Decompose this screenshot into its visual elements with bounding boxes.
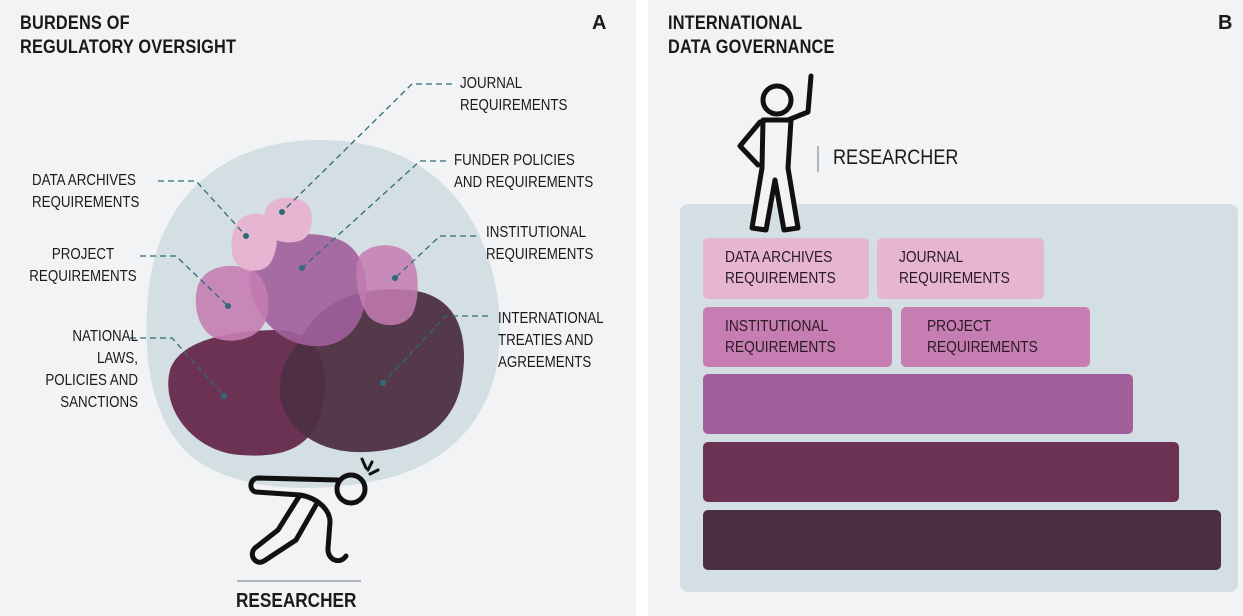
panel-b-title: INTERNATIONAL DATA GOVERNANCE	[668, 12, 835, 60]
dot-journal	[279, 209, 285, 215]
leader-institutional	[394, 235, 476, 279]
dot-funder	[299, 265, 305, 271]
bar-national-laws	[703, 442, 1179, 502]
bar-funder-policies	[703, 374, 1133, 434]
dot-project	[225, 303, 231, 309]
panel-b-title-line1: INTERNATIONAL	[668, 13, 803, 34]
leader-journal	[281, 83, 452, 213]
dot-international	[380, 380, 386, 386]
blob-funder-policies	[250, 234, 367, 347]
leader-funder	[301, 160, 446, 269]
panel-a-title-line1: BURDENS OF	[20, 13, 130, 34]
dot-institutional	[392, 275, 398, 281]
dot-archives	[243, 233, 249, 239]
dot-national	[221, 393, 227, 399]
panel-a-letter: A	[592, 12, 607, 34]
blob-project	[195, 265, 269, 341]
panel-b-title-line2: DATA GOVERNANCE	[668, 37, 835, 58]
blob-journal	[263, 197, 312, 243]
blob-national-laws	[168, 330, 326, 456]
burdened-researcher-icon	[248, 457, 380, 565]
leader-project	[140, 255, 229, 307]
panel-a-title-line2: REGULATORY OVERSIGHT	[20, 37, 237, 58]
bar-international-treaties	[703, 510, 1221, 570]
leader-archives	[158, 180, 247, 237]
researcher-label-b: RESEARCHER	[833, 146, 959, 169]
leader-international	[382, 315, 488, 384]
researcher-label-a: RESEARCHER	[236, 590, 357, 612]
panel-b-letter: B	[1218, 12, 1233, 34]
panel-a-title: BURDENS OF REGULATORY OVERSIGHT	[20, 12, 236, 60]
burdens-diagram	[130, 83, 501, 582]
panel-burdens-of-regulatory-oversight: BURDENS OF REGULATORY OVERSIGHT A	[0, 0, 636, 616]
standing-researcher-icon	[737, 73, 819, 233]
leader-national	[130, 337, 225, 397]
panel-international-data-governance: INTERNATIONAL DATA GOVERNANCE B INSTITUT…	[648, 0, 1243, 616]
blob-institutional	[356, 245, 418, 326]
